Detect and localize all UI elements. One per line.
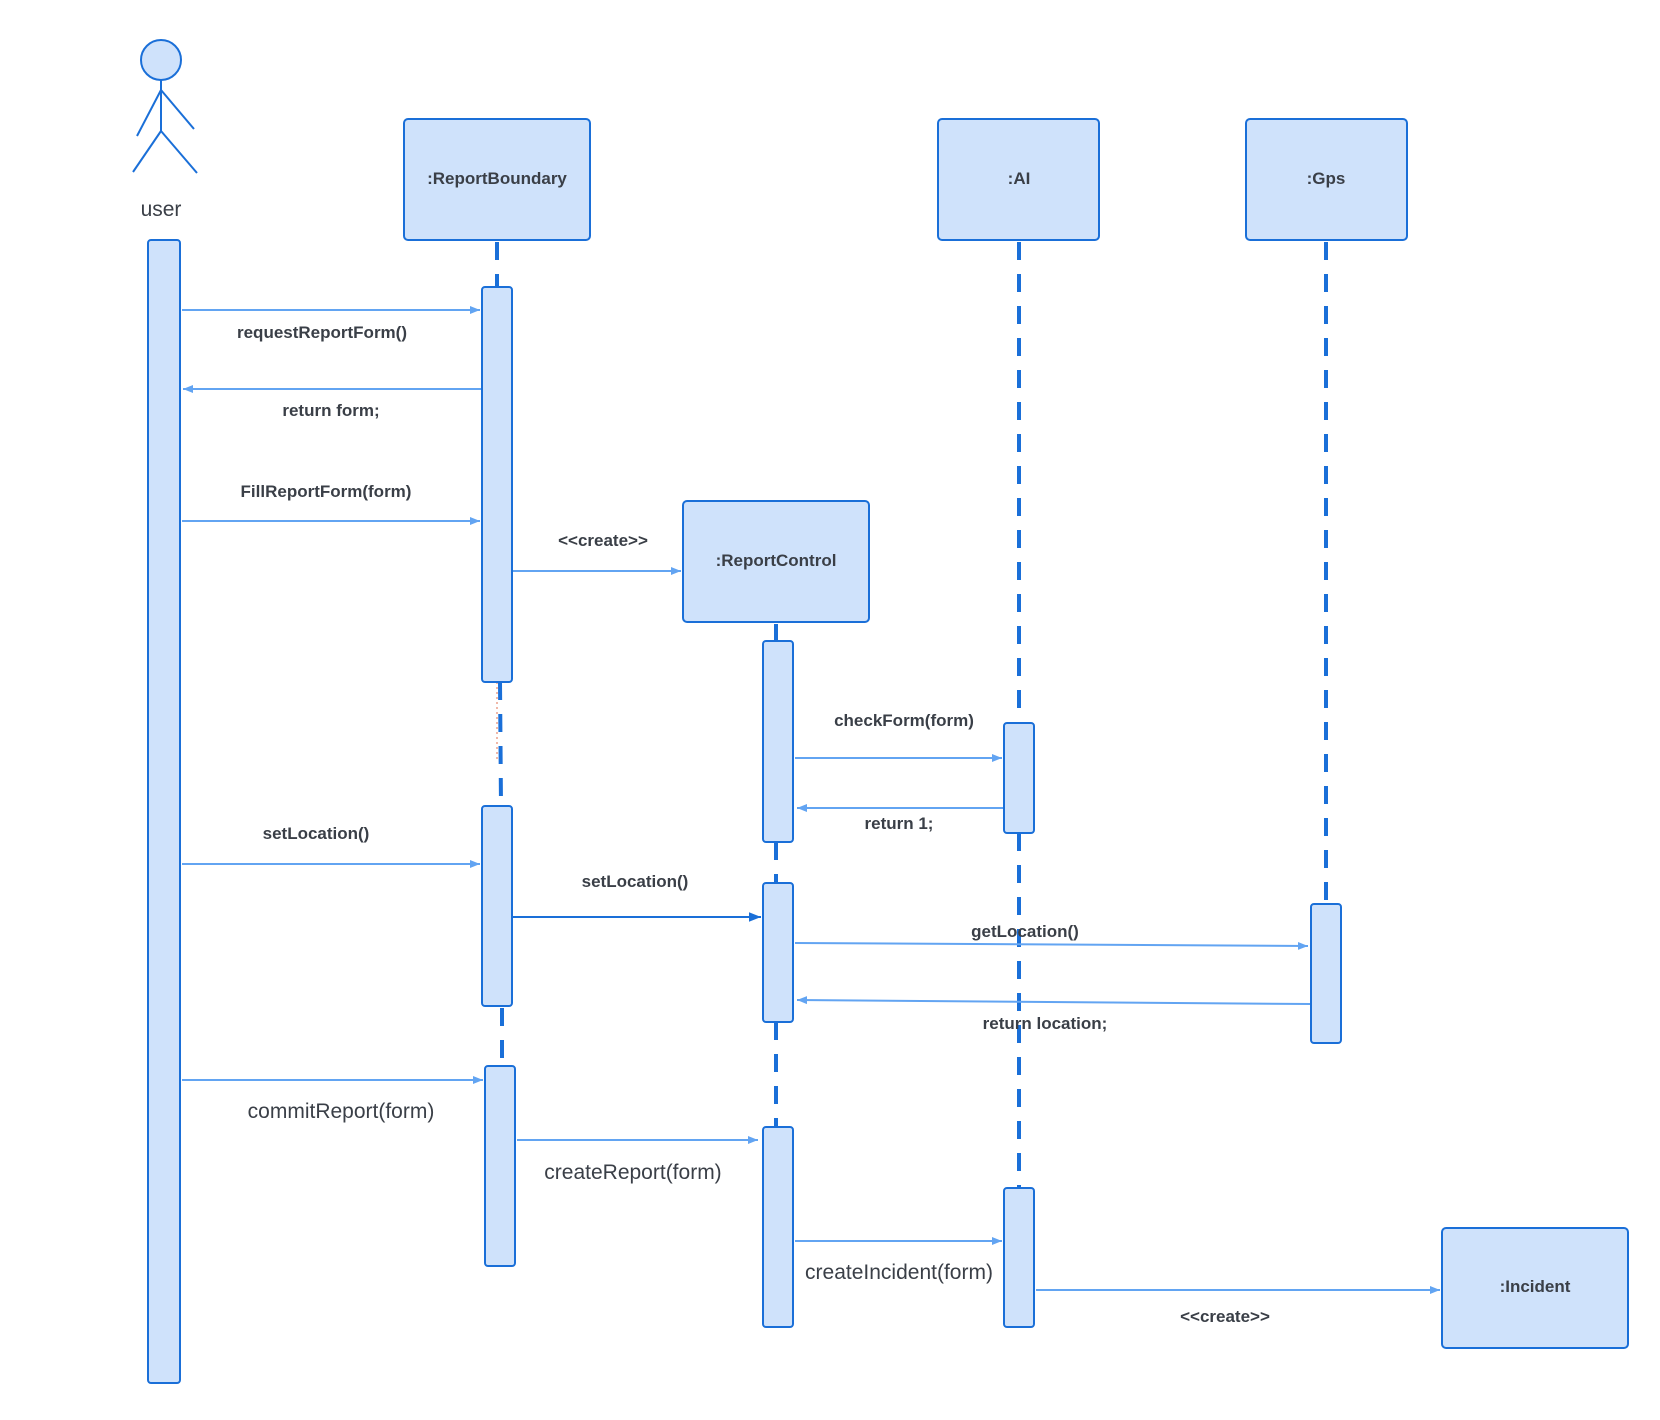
object-report-control-label: :ReportControl	[716, 551, 837, 570]
actor-label: user	[141, 198, 182, 221]
object-report-boundary-label: :ReportBoundary	[427, 169, 567, 188]
actor-user	[132, 39, 198, 174]
object-gps-label: :Gps	[1307, 169, 1346, 188]
activation-report-control-1	[762, 640, 794, 843]
msg-create-report-control-label: <<create>>	[558, 531, 648, 550]
activation-report-control-3	[762, 1126, 794, 1328]
actor-leg-left	[132, 130, 162, 173]
actor-arm-left	[136, 89, 162, 137]
msg-check-form-label: checkForm(form)	[834, 711, 974, 730]
object-ai: :AI	[937, 118, 1100, 241]
msg-get-location-arrow	[794, 941, 1309, 950]
msg-commit-report-label: commitReport(form)	[248, 1100, 435, 1123]
lifeline-report-boundary-mid	[498, 681, 503, 807]
activation-report-control-2	[762, 882, 794, 1023]
msg-set-location-user-label: setLocation()	[263, 824, 370, 843]
actor-head	[140, 39, 182, 81]
msg-create-incident-label: createIncident(form)	[805, 1261, 993, 1284]
msg-return-1-label: return 1;	[865, 814, 934, 833]
activation-ai-2	[1003, 1187, 1035, 1328]
msg-create-report-label: createReport(form)	[544, 1161, 721, 1184]
msg-request-report-form-label: requestReportForm()	[237, 323, 407, 342]
object-incident-label: :Incident	[1500, 1277, 1571, 1296]
object-incident: :Incident	[1441, 1227, 1629, 1349]
activation-report-boundary-1	[481, 286, 513, 683]
msg-return-location-arrow	[796, 996, 1311, 1005]
activation-ai-1	[1003, 722, 1035, 834]
msg-return-location-label: return location;	[983, 1014, 1108, 1033]
msg-get-location-label: getLocation()	[971, 922, 1079, 941]
actor-arm-right	[160, 89, 195, 130]
actor-leg-right	[160, 130, 198, 174]
object-ai-label: :AI	[1008, 169, 1031, 188]
activation-report-boundary-2	[481, 805, 513, 1007]
activation-user	[147, 239, 181, 1384]
object-report-boundary: :ReportBoundary	[403, 118, 591, 241]
msg-return-form-label: return form;	[282, 401, 379, 420]
object-report-control: :ReportControl	[682, 500, 870, 623]
msg-set-location-boundary-label: setLocation()	[582, 872, 689, 891]
object-gps: :Gps	[1245, 118, 1408, 241]
activation-report-boundary-3	[484, 1065, 516, 1267]
msg-fill-report-form-label: FillReportForm(form)	[241, 482, 412, 501]
activation-gps	[1310, 903, 1342, 1044]
msg-create-incident-object-label: <<create>>	[1180, 1307, 1270, 1326]
